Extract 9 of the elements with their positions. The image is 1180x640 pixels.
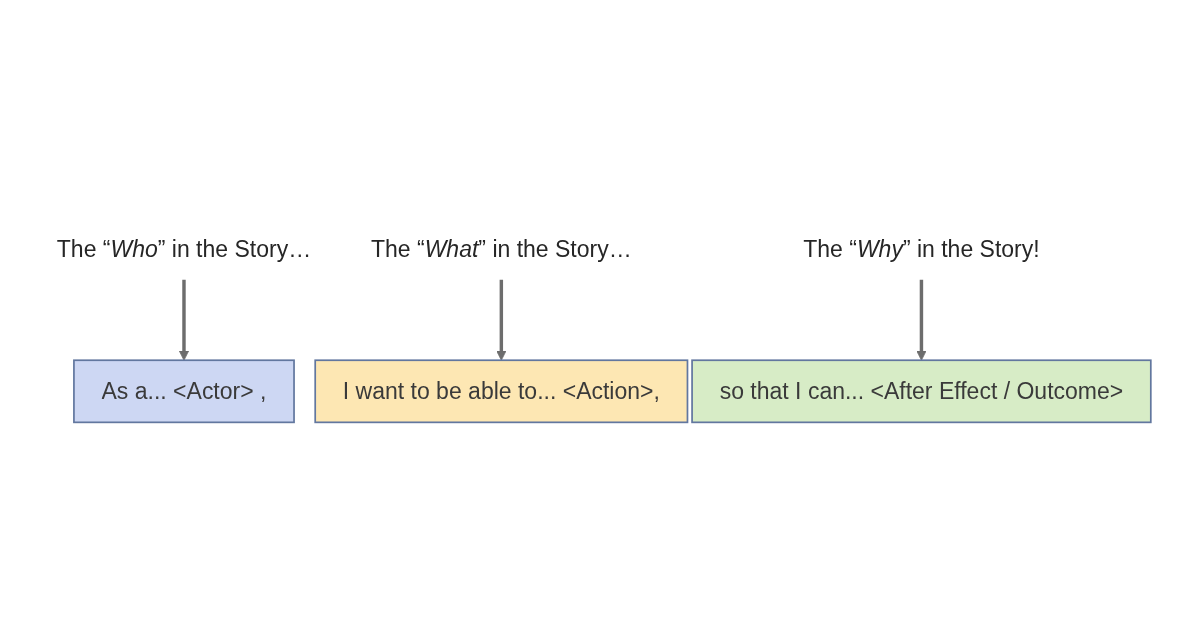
node-text: The “Why” in the Story! — [803, 236, 1040, 262]
node-text: The “What” in the Story… — [370, 236, 632, 262]
arrow — [496, 279, 507, 361]
arrow — [178, 279, 190, 361]
node-box: so that I can... <After Effect / Outcome> — [691, 359, 1152, 424]
arrow — [916, 279, 927, 361]
node-text: The “Who” in the Story… — [56, 236, 312, 262]
node-box: I want to be able to... <Action>, — [314, 359, 689, 424]
node-box: As a... <Actor> , — [73, 359, 295, 424]
